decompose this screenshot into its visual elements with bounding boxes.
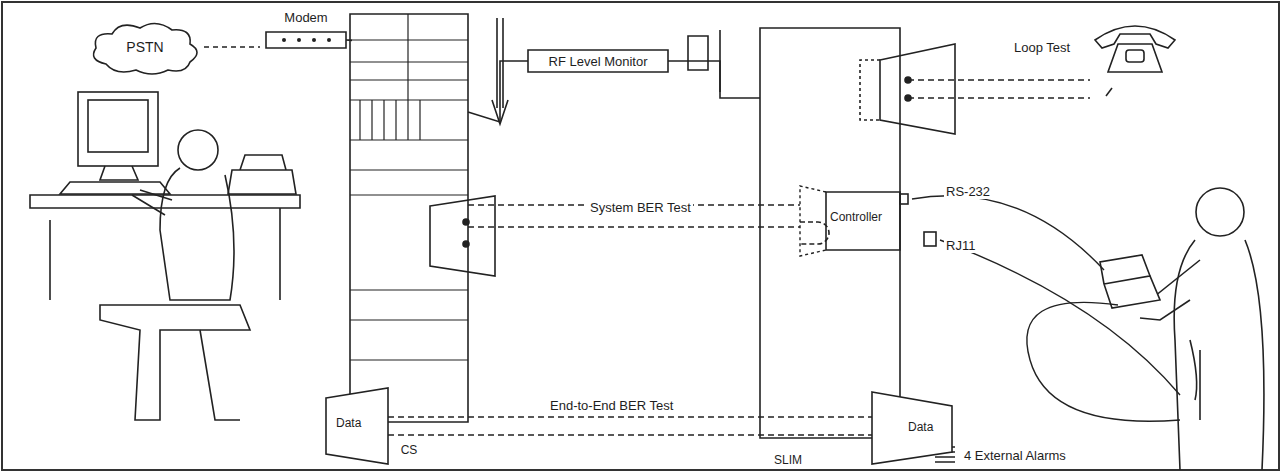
- controller-card: Controller: [800, 186, 900, 256]
- rack-internals: [350, 14, 468, 360]
- cs-rack: CSData: [350, 14, 468, 458]
- rs232-cable: [912, 196, 1104, 270]
- callout-label: Loop Test: [1012, 40, 1072, 55]
- connector: [388, 417, 872, 435]
- monitor-box: RF Level Monitor: [528, 50, 668, 72]
- callout-label: RJ11: [944, 238, 977, 253]
- connector: [668, 61, 760, 98]
- node-label: PSTN: [126, 40, 163, 55]
- tick: [1106, 88, 1112, 96]
- node-label: Data: [336, 416, 361, 431]
- card: [880, 44, 955, 134]
- node-label: CS: [401, 443, 418, 458]
- card: [430, 196, 495, 276]
- edge-label: End-to-End BER Test: [548, 398, 675, 413]
- callout-label: 4 External Alarms: [962, 448, 1068, 463]
- cloud: PSTN: [86, 20, 204, 74]
- edge-label: System BER Test: [588, 200, 693, 215]
- node-label: Modem: [284, 10, 327, 25]
- node-label: Controller: [830, 210, 882, 225]
- operator-workstation: [30, 92, 300, 420]
- rj11-plug: [924, 232, 936, 246]
- data-card: Data: [326, 388, 388, 464]
- rj11-cable: [940, 240, 1180, 395]
- node-label: RF Level Monitor: [549, 54, 648, 69]
- telephone: [1095, 26, 1175, 72]
- node-label: Data: [908, 420, 933, 435]
- slim-rack: SLIMControllerData: [760, 28, 900, 468]
- modem: Modem: [260, 10, 352, 56]
- connector: [468, 61, 528, 122]
- node-label: SLIM: [774, 453, 802, 468]
- callout-label: RS-232: [944, 184, 992, 199]
- node-outline: [760, 28, 900, 438]
- connector: [346, 40, 352, 41]
- data-card: Data: [872, 392, 952, 464]
- loop-test-line: [908, 80, 1090, 98]
- node-outline: [350, 14, 468, 422]
- loopback: [800, 222, 829, 244]
- technician: [912, 188, 1264, 470]
- card-outline: [860, 60, 880, 120]
- connector: [204, 47, 260, 48]
- rs232-port: [900, 194, 908, 204]
